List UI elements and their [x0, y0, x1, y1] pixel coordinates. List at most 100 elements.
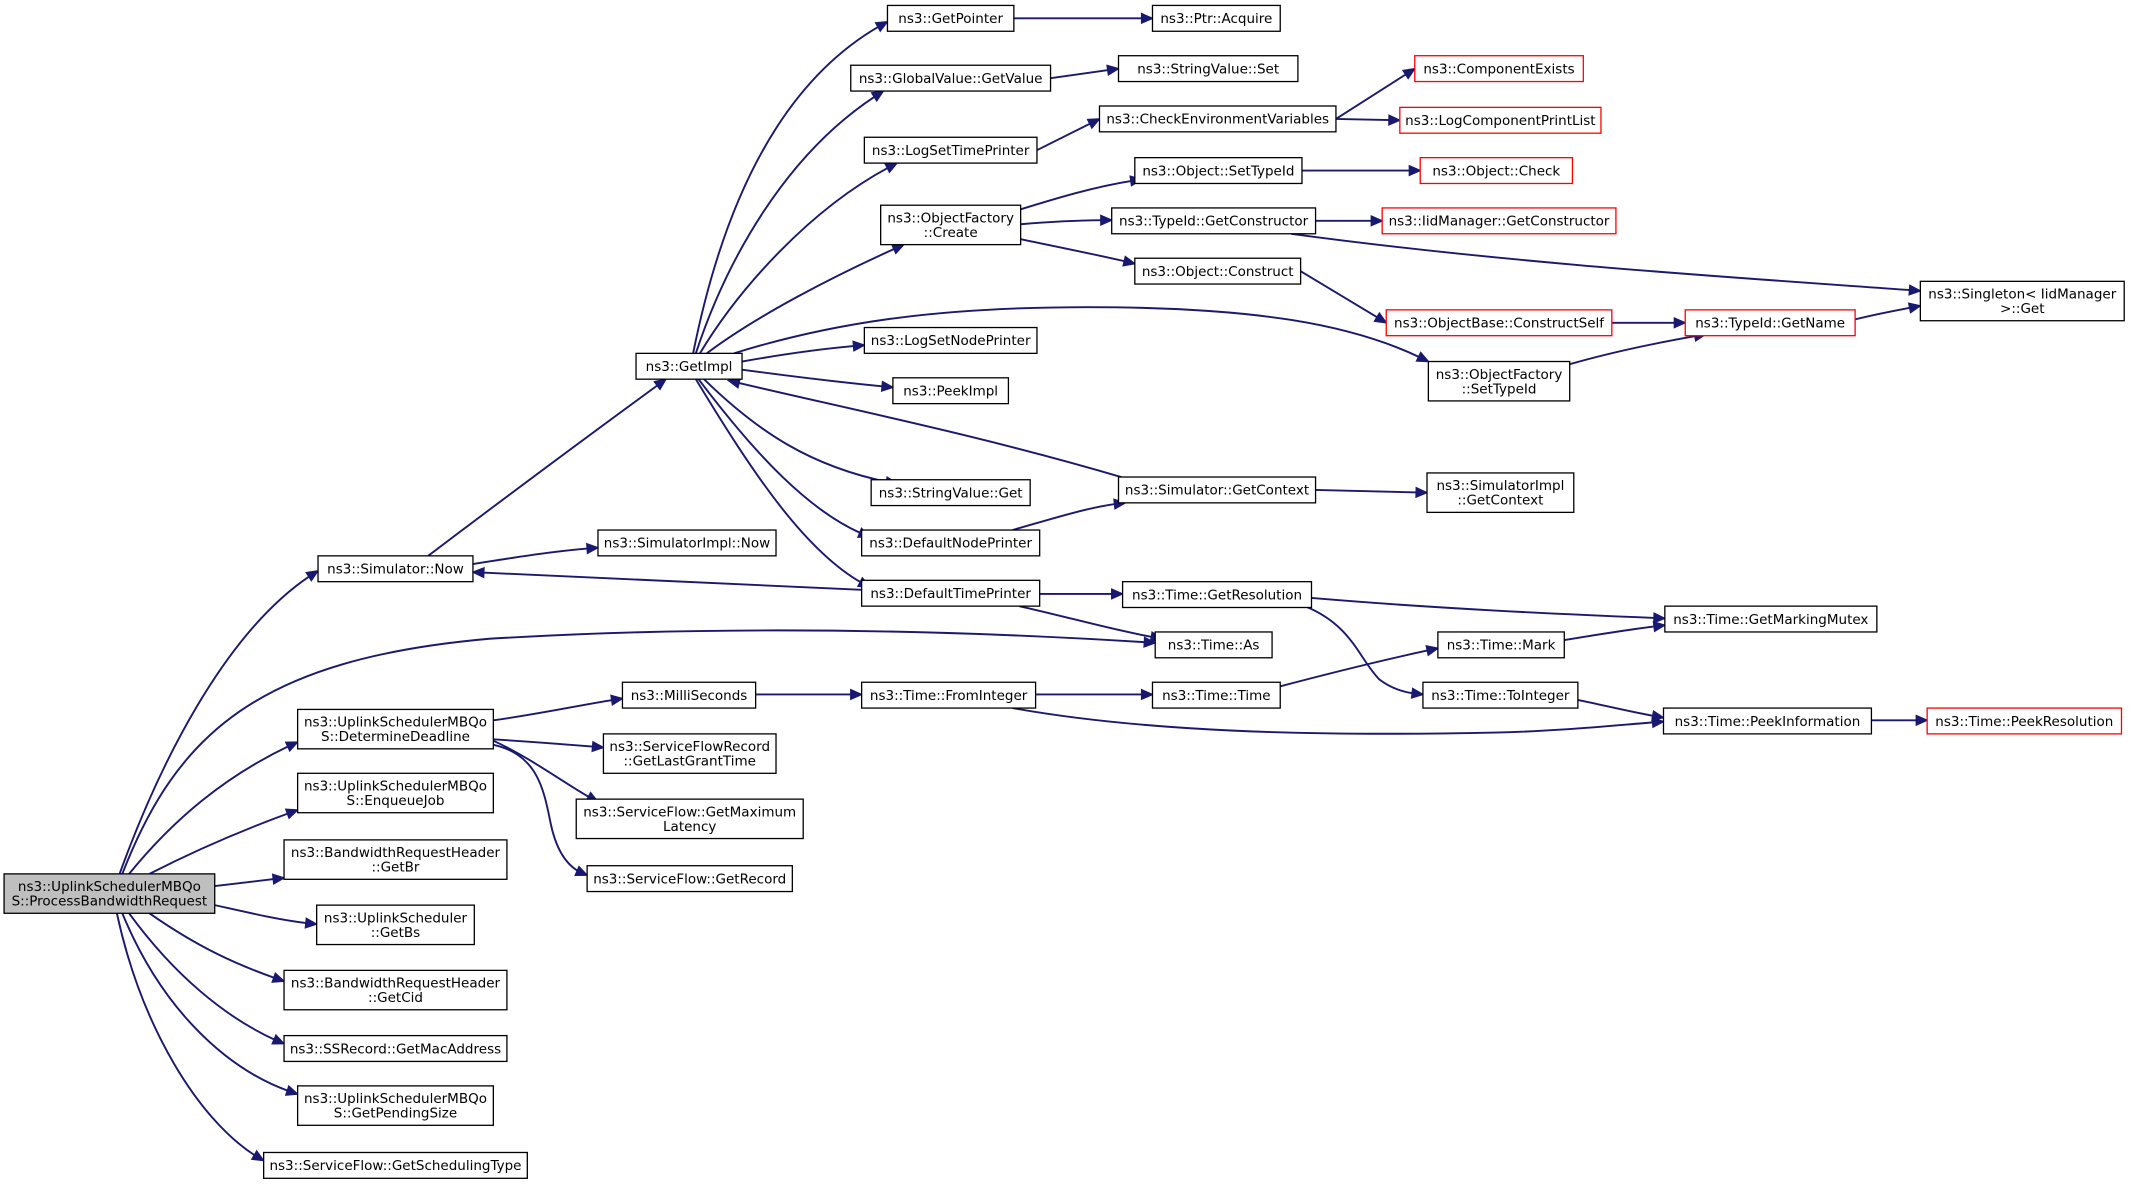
function-node-timemark[interactable]: ns3::Time::Mark — [1437, 631, 1565, 659]
function-node-typeidgetctor[interactable]: ns3::TypeId::GetConstructor — [1111, 207, 1317, 235]
node-box — [586, 865, 793, 893]
node-label-line: ns3::TypeId::GetConstructor — [1119, 214, 1309, 230]
node-label-line: ns3::BandwidthRequestHeader — [291, 845, 501, 861]
function-node-sfgetschedtype[interactable]: ns3::ServiceFlow::GetSchedulingType — [263, 1151, 528, 1179]
arrowhead-icon — [1373, 311, 1388, 324]
function-node-ptracquire[interactable]: ns3::Ptr::Acquire — [1151, 4, 1281, 32]
node-label-line: ns3::SSRecord::GetMacAddress — [290, 1041, 501, 1057]
call-edges — [115, 12, 1929, 1162]
function-node-objbaseconstructself[interactable]: ns3::ObjectBase::ConstructSelf — [1385, 309, 1613, 337]
node-box — [863, 136, 1038, 164]
function-node-stringvalueset[interactable]: ns3::StringValue::Set — [1117, 55, 1299, 83]
node-label-line: ns3::CheckEnvironmentVariables — [1106, 112, 1329, 128]
edge-line — [1335, 67, 1416, 120]
function-node-logsetnodeprinter[interactable]: ns3::LogSetNodePrinter — [863, 326, 1038, 355]
function-node-timetointeger[interactable]: ns3::Time::ToInteger — [1422, 681, 1579, 709]
function-node-timeas[interactable]: ns3::Time::As — [1154, 631, 1273, 659]
arrowhead-icon — [271, 1033, 286, 1045]
function-node-defaulttimeprinter[interactable]: ns3::DefaultTimePrinter — [860, 579, 1041, 607]
function-node-defaultnodeprinter[interactable]: ns3::DefaultNodePrinter — [860, 529, 1041, 557]
function-node-globalgetvalue[interactable]: ns3::GlobalValue::GetValue — [850, 64, 1052, 92]
function-node-logcomponentprintlist[interactable]: ns3::LogComponentPrintList — [1399, 106, 1602, 134]
function-node-timepeekresolution[interactable]: ns3::Time::PeekResolution — [1926, 707, 2123, 735]
node-box — [317, 555, 474, 583]
edge-line — [695, 378, 871, 588]
edge-line — [128, 741, 299, 875]
call-edge-getimpl-to-defaultnodeprinter — [697, 378, 872, 538]
node-label-line: ns3::Object::Check — [1432, 163, 1560, 179]
edge-line — [1020, 219, 1112, 226]
function-node-singletonget[interactable]: ns3::Singleton< IidManager >::Get — [1919, 280, 2125, 322]
function-node-timetime[interactable]: ns3::Time::Time — [1151, 681, 1281, 709]
function-node-typeidgetname[interactable]: ns3::TypeId::GetName — [1684, 309, 1856, 337]
node-box — [296, 708, 494, 750]
node-box — [3, 873, 216, 914]
function-node-logsettimeprinter[interactable]: ns3::LogSetTimePrinter — [863, 136, 1038, 164]
node-label-line: ns3::Object::SetTypeId — [1142, 163, 1294, 179]
function-node-ssgetmac[interactable]: ns3::SSRecord::GetMacAddress — [283, 1034, 508, 1063]
function-node-peekimpl[interactable]: ns3::PeekImpl — [892, 377, 1010, 405]
node-box — [283, 839, 508, 880]
call-edge-typeidgetctor-to-singletonget — [1290, 232, 1923, 296]
function-node-bwgetcid[interactable]: ns3::BandwidthRequestHeader::GetCid — [283, 969, 508, 1011]
function-node-objcheck[interactable]: ns3::Object::Check — [1419, 157, 1574, 185]
function-node-getpointer[interactable]: ns3::GetPointer — [886, 4, 1015, 32]
node-label-line: ns3::ServiceFlowRecord — [609, 739, 770, 755]
arrowhead-icon — [250, 1149, 266, 1162]
function-node-sfgetrecord[interactable]: ns3::ServiceFlow::GetRecord — [586, 865, 793, 893]
call-edge-typeidgetname-to-singletonget — [1854, 302, 1923, 321]
arrowhead-icon — [1106, 64, 1121, 76]
edge-line — [706, 243, 905, 355]
function-node-checkenvvars[interactable]: ns3::CheckEnvironmentVariables — [1098, 105, 1337, 133]
function-node-getimpl[interactable]: ns3::GetImpl — [635, 352, 743, 380]
function-node-objsettypeid[interactable]: ns3::Object::SetTypeId — [1134, 157, 1303, 185]
edge-line — [741, 368, 893, 389]
function-node-ulgetbs[interactable]: ns3::UplinkScheduler::GetBs — [316, 904, 475, 946]
function-node-stringvalueget[interactable]: ns3::StringValue::Get — [870, 479, 1031, 507]
node-label-line: ns3::ObjectFactory — [1436, 367, 1563, 383]
node-label-line: ns3::BandwidthRequestHeader — [291, 976, 501, 992]
function-node-timegetmarkingmutex[interactable]: ns3::Time::GetMarkingMutex — [1664, 605, 1878, 633]
node-box — [296, 772, 494, 814]
function-node-iidmgrgetctor[interactable]: ns3::IidManager::GetConstructor — [1381, 207, 1617, 235]
arrowhead-icon — [1140, 688, 1155, 701]
function-node-determinedeadline[interactable]: ns3::UplinkSchedulerMBQoS::DetermineDead… — [296, 708, 494, 750]
function-node-simgetcontext[interactable]: ns3::Simulator::GetContext — [1117, 476, 1317, 504]
arrowhead-icon — [1401, 67, 1417, 80]
node-box — [263, 1151, 528, 1179]
node-label-line: S::ProcessBandwidthRequest — [12, 894, 208, 910]
function-node-objconstruct[interactable]: ns3::Object::Construct — [1134, 257, 1302, 285]
arrowhead-icon — [271, 873, 286, 885]
function-node-objfactorycreate[interactable]: ns3::ObjectFactory::Create — [880, 204, 1022, 246]
call-edge-objsettypeid-to-objcheck — [1301, 164, 1422, 177]
call-edge-timetointeger-to-timepeekinfo — [1577, 698, 1666, 722]
node-label-line: ns3::PeekImpl — [903, 384, 998, 400]
function-node-timegetresolution[interactable]: ns3::Time::GetResolution — [1121, 581, 1313, 609]
function-node-componentexists[interactable]: ns3::ComponentExists — [1414, 55, 1584, 83]
function-node-objfactorysettypeid[interactable]: ns3::ObjectFactory::SetTypeId — [1427, 360, 1571, 402]
function-node-simnow[interactable]: ns3::Simulator::Now — [317, 555, 474, 583]
edge-line — [694, 90, 884, 354]
function-node-sfrgetlastgrant[interactable]: ns3::ServiceFlowRecord::GetLastGrantTime — [602, 733, 777, 774]
function-node-getpendingsize[interactable]: ns3::UplinkSchedulerMBQoS::GetPendingSiz… — [296, 1085, 494, 1126]
function-node-simimplgetcontext[interactable]: ns3::SimulatorImpl::GetContext — [1426, 472, 1575, 514]
function-node-simimplnow[interactable]: ns3::SimulatorImpl::Now — [597, 529, 777, 557]
node-label-line: ns3::Simulator::GetContext — [1125, 483, 1309, 499]
function-node-timefrominteger[interactable]: ns3::Time::FromInteger — [860, 681, 1037, 709]
call-edge-root-to-timeas — [121, 629, 1157, 875]
node-box — [1121, 581, 1313, 609]
node-box — [1117, 55, 1299, 83]
arrowhead-icon — [284, 741, 300, 753]
function-node-milliseconds[interactable]: ns3::MilliSeconds — [621, 681, 757, 709]
node-label-line: ns3::DefaultTimePrinter — [870, 586, 1031, 602]
arrowhead-icon — [1086, 118, 1101, 130]
function-node-bwgetbr[interactable]: ns3::BandwidthRequestHeader::GetBr — [283, 839, 508, 880]
node-label-line: ns3::Time::As — [1168, 638, 1260, 654]
function-node-timepeekinfo[interactable]: ns3::Time::PeekInformation — [1662, 707, 1873, 735]
function-node-root[interactable]: ns3::UplinkSchedulerMBQoS::ProcessBandwi… — [3, 873, 216, 914]
edge-line — [214, 877, 285, 888]
node-box — [621, 681, 757, 709]
node-label-line: ns3::LogSetNodePrinter — [871, 333, 1031, 349]
